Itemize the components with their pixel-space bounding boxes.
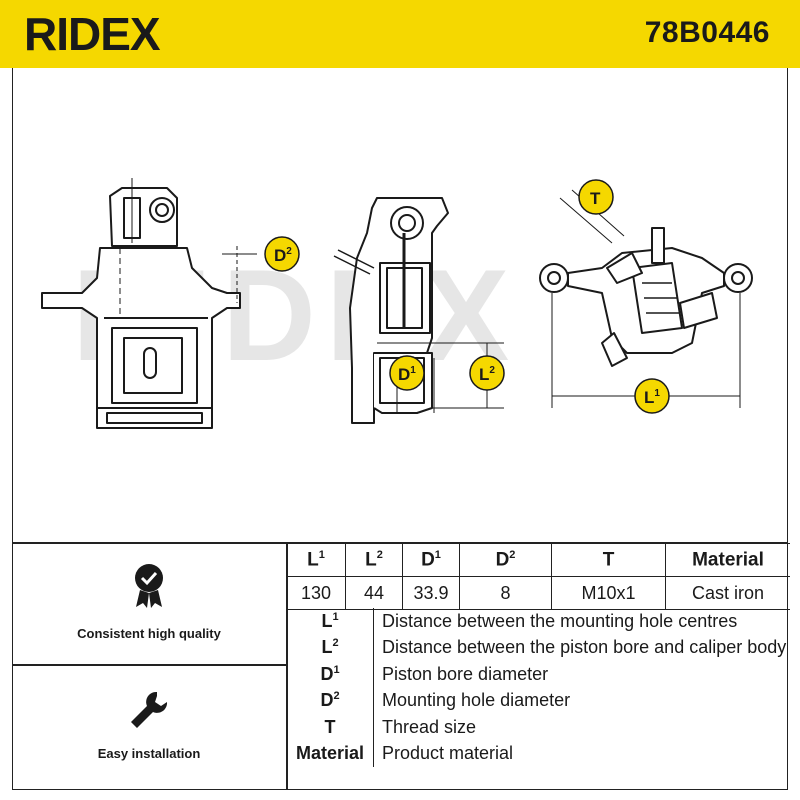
badge-d1: D1: [389, 355, 425, 391]
column-divider: [286, 542, 288, 790]
legend-key: D1: [287, 661, 374, 688]
quality-badge-icon: [135, 564, 163, 608]
badge-d1-letter: D: [398, 365, 410, 384]
badge-d2-sup: 2: [286, 246, 292, 257]
badge-d2-letter: D: [274, 246, 286, 265]
legend-desc: Product material: [382, 743, 514, 764]
badge-t: T: [578, 179, 614, 215]
caliper-top-view: [539, 189, 753, 408]
header-material: Material: [665, 543, 790, 577]
badge-d2: D2: [264, 236, 300, 272]
value-d2: 8: [459, 576, 552, 610]
header-d2: D2: [459, 543, 552, 577]
legend-key: L2: [287, 634, 374, 661]
content-frame: [12, 68, 788, 790]
caliper-section-view: [333, 197, 504, 424]
brand-logo-text: RIDEX: [24, 8, 161, 60]
legend-row: D1 Piston bore diameter: [287, 661, 788, 688]
badge-d1-sup: 1: [410, 365, 416, 376]
legend-key: L1: [287, 608, 374, 635]
legend-row: T Thread size: [287, 714, 788, 741]
legend-desc: Mounting hole diameter: [382, 690, 571, 711]
header-bar: RIDEX 78B0446: [0, 0, 800, 68]
legend-desc: Distance between the mounting hole centr…: [382, 610, 738, 631]
section-divider: [12, 542, 788, 544]
svg-text:L1: L1: [644, 388, 660, 407]
header-l2: L2: [345, 543, 403, 577]
legend-row: Material Product material: [287, 740, 788, 767]
wrench-icon: [131, 691, 168, 728]
caliper-front-view: [41, 178, 241, 429]
badge-t-letter: T: [590, 189, 601, 208]
feature-installation-label: Easy installation: [97, 746, 201, 761]
badge-l1-letter: L: [644, 388, 654, 407]
value-t: M10x1: [551, 576, 666, 610]
part-number: 78B0446: [644, 16, 770, 49]
svg-text:L2: L2: [479, 365, 495, 384]
legend-key: D2: [287, 687, 374, 714]
feature-quality: Consistent high quality: [12, 563, 286, 641]
value-d1: 33.9: [402, 576, 460, 610]
badge-l1-sup: 1: [654, 388, 660, 399]
feature-quality-label: Consistent high quality: [77, 626, 221, 641]
feature-installation: Easy installation: [12, 688, 286, 761]
legend-table: L1 Distance between the mounting hole ce…: [287, 608, 788, 767]
brand-logo: RIDEX: [24, 8, 162, 60]
badge-l2-letter: L: [479, 365, 489, 384]
legend-row: L2 Distance between the piston bore and …: [287, 634, 788, 661]
svg-text:T: T: [590, 189, 601, 208]
value-l1: 130: [287, 576, 346, 610]
specs-value-row: 130 44 33.9 8 M10x1 Cast iron: [287, 576, 790, 610]
specs-header-row: L1 L2 D1 D2 T Material: [287, 543, 790, 577]
value-l2: 44: [345, 576, 403, 610]
specs-table: L1 L2 D1 D2 T Material 130 44 33.9 8 M10…: [287, 543, 790, 610]
technical-drawing: RIDEX: [41, 178, 753, 429]
legend-row: L1 Distance between the mounting hole ce…: [287, 608, 788, 635]
badge-l1: L1: [634, 378, 670, 414]
legend-desc: Piston bore diameter: [382, 663, 549, 684]
legend-desc: Thread size: [382, 716, 477, 737]
legend-key: T: [287, 714, 374, 741]
feature-divider: [12, 664, 287, 666]
header-t: T: [551, 543, 666, 577]
svg-text:D1: D1: [398, 365, 416, 384]
header-d1: D1: [402, 543, 460, 577]
value-material: Cast iron: [665, 576, 790, 610]
legend-desc: Distance between the piston bore and cal…: [382, 637, 787, 658]
badge-l2-sup: 2: [489, 365, 495, 376]
svg-text:D2: D2: [274, 246, 292, 265]
legend-key: Material: [287, 740, 374, 767]
badge-l2: L2: [469, 355, 505, 391]
legend-row: D2 Mounting hole diameter: [287, 687, 788, 714]
header-l1: L1: [287, 543, 346, 577]
